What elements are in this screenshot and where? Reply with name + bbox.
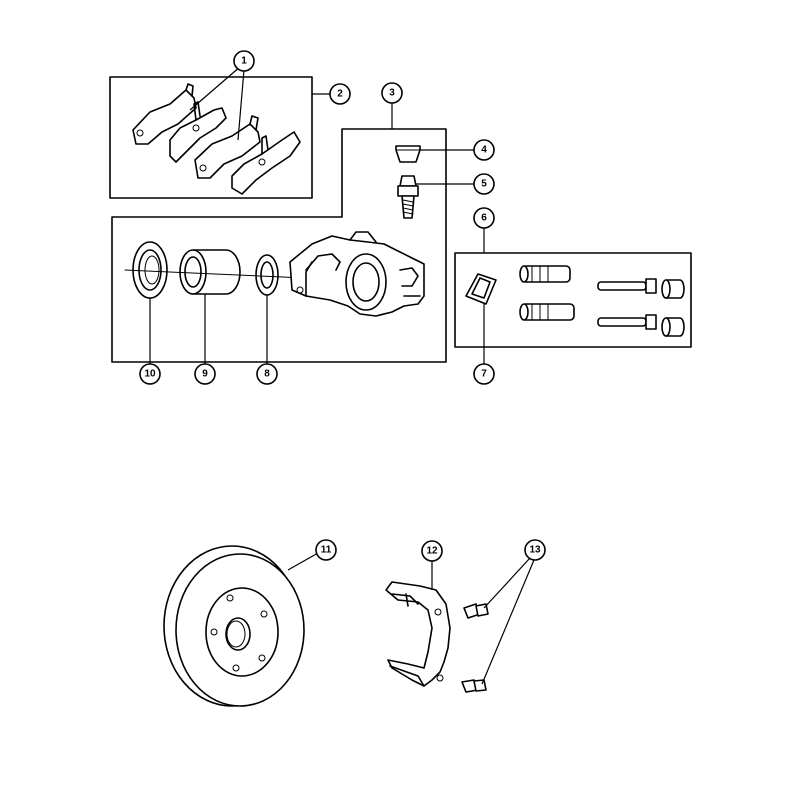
callout-13: 13 xyxy=(524,539,546,561)
callout-11-label: 11 xyxy=(321,545,332,556)
brake-rotor xyxy=(163,545,319,707)
callout-7-label: 7 xyxy=(481,369,487,380)
callout-12: 12 xyxy=(421,540,443,562)
callout-4-label: 4 xyxy=(481,145,487,156)
hardware-kit-group xyxy=(454,228,692,364)
caliper-adapter xyxy=(385,561,451,687)
callout-2: 2 xyxy=(329,83,351,105)
caliper-group xyxy=(111,103,474,364)
brake-pad-upper xyxy=(132,83,227,163)
bushing-lower xyxy=(519,303,575,321)
callout-5-label: 5 xyxy=(481,179,487,190)
callout-9: 9 xyxy=(194,363,216,385)
piston xyxy=(179,249,241,364)
bleeder-cap xyxy=(395,145,474,163)
guide-pin-lower xyxy=(597,314,657,330)
bushing-upper xyxy=(519,265,571,283)
mounting-bolt-lower xyxy=(461,679,487,693)
callout-3: 3 xyxy=(381,82,403,104)
piston-seal xyxy=(255,254,279,364)
brake-pad-lower xyxy=(194,115,301,195)
brake-pads-group xyxy=(109,65,330,199)
callout-9-label: 9 xyxy=(202,369,208,380)
caliper-box xyxy=(111,128,447,363)
brake-pads-box xyxy=(109,76,313,199)
callout-1-label: 1 xyxy=(241,56,247,67)
caliper-housing xyxy=(289,231,425,317)
callout-6: 6 xyxy=(473,207,495,229)
dust-boot xyxy=(132,241,168,364)
callout-2-label: 2 xyxy=(337,89,343,100)
callout-10-label: 10 xyxy=(144,369,156,380)
callout-12-label: 12 xyxy=(426,546,438,557)
callout-11: 11 xyxy=(315,539,337,561)
callout-6-label: 6 xyxy=(481,213,487,224)
callout-13-label: 13 xyxy=(529,545,541,556)
callout-8: 8 xyxy=(256,363,278,385)
bleeder-screw xyxy=(397,175,474,219)
guide-pin-upper xyxy=(597,278,657,294)
callout-3-label: 3 xyxy=(389,88,395,99)
anti-rattle-clip xyxy=(465,273,497,364)
callout-10: 10 xyxy=(139,363,161,385)
callout-4: 4 xyxy=(473,139,495,161)
pin-cap-lower xyxy=(661,317,685,337)
hardware-kit-box xyxy=(454,252,692,348)
callout-7: 7 xyxy=(473,363,495,385)
callout-5: 5 xyxy=(473,173,495,195)
pin-cap-upper xyxy=(661,279,685,299)
callout-8-label: 8 xyxy=(264,369,270,380)
mounting-bolts xyxy=(461,557,535,693)
mounting-bolt-upper xyxy=(463,603,489,619)
callout-1: 1 xyxy=(233,50,255,72)
